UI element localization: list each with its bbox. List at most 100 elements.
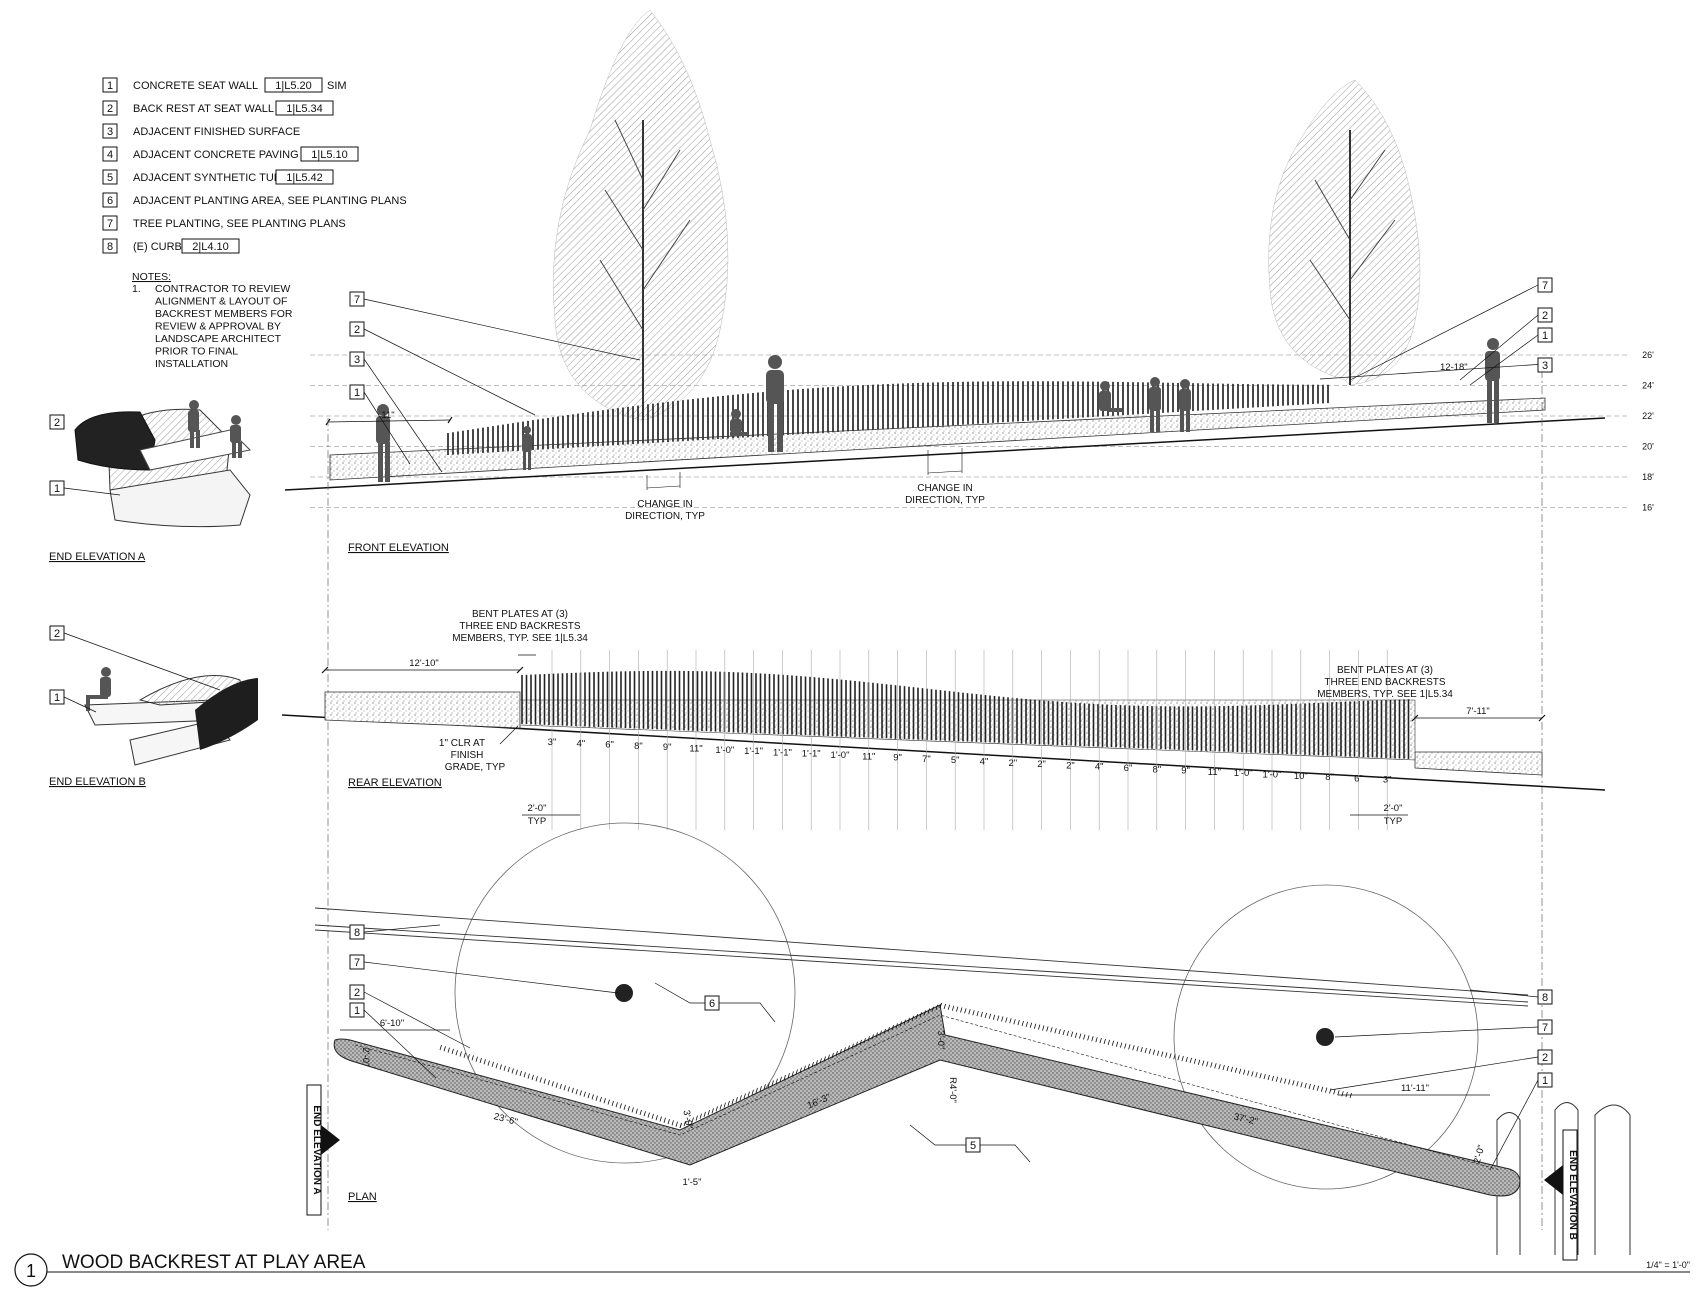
legend-text: CONCRETE SEAT WALL: [133, 80, 258, 92]
legend-text: ADJACENT PLANTING AREA, SEE PLANTING PLA…: [133, 195, 407, 207]
backrest-height-label: 1'-0": [1234, 768, 1253, 779]
backrest-height-label: 2": [1008, 758, 1017, 769]
end-elevation-b-title: END ELEVATION B: [49, 776, 146, 788]
sheet-title-block: 1 WOOD BACKREST AT PLAY AREA 1/4" = 1'-0…: [14, 1252, 1690, 1287]
end-elevation-b-tag: END ELEVATION B: [1544, 1129, 1578, 1261]
svg-text:MEMBERS, TYP. SEE 1|L5.34: MEMBERS, TYP. SEE 1|L5.34: [1317, 689, 1453, 700]
svg-text:8: 8: [1542, 992, 1548, 1004]
svg-text:GRADE, TYP: GRADE, TYP: [445, 762, 506, 773]
front-dim-left: 11": [381, 410, 394, 421]
svg-text:TYP: TYP: [1384, 816, 1402, 827]
notes-heading: NOTES:: [132, 271, 171, 283]
typ-spacing-right: 2'-0": [1384, 803, 1403, 814]
svg-text:1: 1: [54, 692, 60, 704]
legend-number: 8: [107, 241, 113, 253]
legend-sheet-ref: 1|L5.10: [311, 149, 348, 161]
svg-text:TYP: TYP: [528, 816, 546, 827]
legend-text: (E) CURB: [133, 241, 182, 253]
legend-row: 8 (E) CURB 2|L4.10: [102, 238, 240, 254]
notes-item-number: 1.: [132, 283, 141, 295]
elevation-mark: 20': [1642, 442, 1654, 452]
plan-view: 8 7 2 1 8 7 2 1 6 5: [306, 822, 1631, 1261]
backrest-height-label: 3": [1383, 775, 1392, 786]
backrest-height-label: 8": [634, 741, 643, 752]
backrest-height-label: 11": [1208, 767, 1221, 778]
plan-callout-6: 6: [654, 982, 776, 1023]
note-line: INSTALLATION: [155, 358, 228, 370]
plan-dim-7: R4'-0": [947, 1077, 958, 1103]
svg-text:2: 2: [54, 628, 60, 640]
legend-sheet-ref: 2|L4.10: [192, 241, 229, 253]
backrest-height-label: 2": [1066, 760, 1075, 771]
plan-dim-10: 2'-0": [360, 1048, 371, 1067]
backrest-height-label: 6": [605, 740, 614, 751]
person-silhouette: [188, 400, 242, 458]
backrest-height-label: 8": [1325, 772, 1334, 783]
plan-callout-5: 5: [909, 1124, 1031, 1163]
plan-dim-11: 2'-0": [1472, 1144, 1488, 1165]
rear-dim-right: 7'-11": [1466, 706, 1490, 717]
svg-text:1: 1: [354, 387, 360, 399]
front-callouts-right: 7 2 1 3: [1349, 277, 1553, 386]
note-line: LANDSCAPE ARCHITECT: [155, 333, 282, 345]
backrest-height-label: 9": [1181, 766, 1190, 777]
svg-text:2: 2: [354, 324, 360, 336]
bent-plates-note-left: BENT PLATES AT (3): [472, 609, 568, 620]
legend-text: BACK REST AT SEAT WALL: [133, 103, 274, 115]
front-elevation-title: FRONT ELEVATION: [348, 542, 449, 554]
legend-sheet-ref: 1|L5.20: [275, 80, 312, 92]
backrest-height-label: 4": [980, 757, 989, 768]
svg-text:6: 6: [709, 998, 715, 1010]
svg-text:END ELEVATION A: END ELEVATION A: [311, 1105, 322, 1194]
elevation-mark: 26': [1642, 350, 1654, 360]
rear-elevation: 3"4"6"8"9"11"1'-0"1'-1"1'-1"1'-1"1'-0"11…: [281, 609, 1606, 830]
svg-text:DIRECTION, TYP: DIRECTION, TYP: [625, 511, 705, 522]
end-elevation-a-title: END ELEVATION A: [49, 551, 146, 563]
front-dim-right: 12-18": [1440, 362, 1468, 373]
backrest-height-label: 10": [1294, 771, 1308, 782]
legend-text: ADJACENT FINISHED SURFACE: [133, 126, 300, 138]
backrest-height-label: 6": [1354, 773, 1363, 784]
svg-text:FINISH: FINISH: [451, 750, 484, 761]
clearance-note: 1" CLR AT: [439, 738, 485, 749]
legend-number: 4: [107, 149, 113, 161]
elevation-mark: 16': [1642, 503, 1654, 513]
note-line: ALIGNMENT & LAYOUT OF: [155, 296, 287, 308]
note-line: BACKREST MEMBERS FOR: [155, 308, 293, 320]
backrest-height-label: 11": [862, 751, 875, 762]
tree-trunk-dot: [1316, 1028, 1334, 1046]
plan-callouts-right: 8 7 2 1: [1329, 989, 1553, 1171]
notes-block: NOTES: 1. CONTRACTOR TO REVIEWALIGNMENT …: [132, 271, 293, 370]
people-silhouettes: [376, 338, 1500, 482]
detail-title: WOOD BACKREST AT PLAY AREA: [62, 1252, 366, 1273]
note-line: PRIOR TO FINAL: [155, 346, 238, 358]
legend-number: 3: [107, 126, 113, 138]
detail-number-bubble: [14, 1253, 48, 1287]
legend-sheet-ref: 1|L5.42: [286, 172, 323, 184]
bent-plates-note-right: BENT PLATES AT (3): [1337, 665, 1433, 676]
svg-text:1: 1: [354, 1005, 360, 1017]
backrest-height-label: 4": [1095, 762, 1104, 773]
front-callouts-left: 7 2 3 1: [349, 291, 641, 473]
svg-text:2: 2: [1542, 1052, 1548, 1064]
end-a-callout-1: 1: [49, 480, 121, 496]
svg-text:7: 7: [354, 294, 360, 306]
legend-number: 6: [107, 195, 113, 207]
legend-row: 3 ADJACENT FINISHED SURFACE: [102, 123, 300, 139]
legend-text: ADJACENT CONCRETE PAVING: [133, 149, 299, 161]
svg-text:MEMBERS, TYP. SEE 1|L5.34: MEMBERS, TYP. SEE 1|L5.34: [452, 633, 588, 644]
backrest-height-label: 6": [1124, 763, 1133, 774]
plan-dim-4: 37'-2": [1233, 1111, 1259, 1127]
backrest-height-label: 3": [548, 737, 557, 748]
svg-text:7: 7: [1542, 1022, 1548, 1034]
backrest-height-label: 1'-0": [831, 750, 850, 761]
backrest-height-label: 1'-0": [715, 745, 734, 756]
legend-suffix: SIM: [327, 80, 347, 92]
end-a-callout-2: 2: [49, 414, 65, 430]
legend-sheet-ref: 1|L5.34: [286, 103, 323, 115]
